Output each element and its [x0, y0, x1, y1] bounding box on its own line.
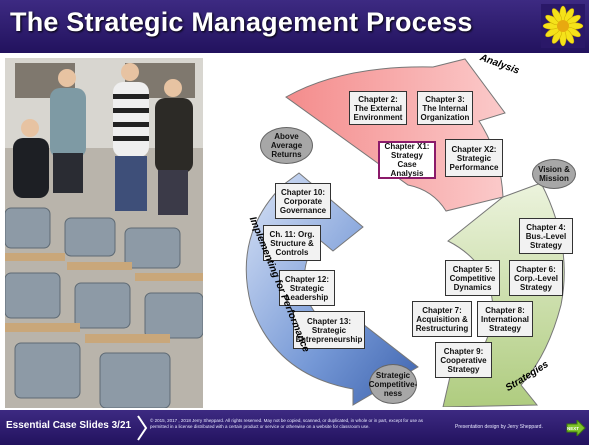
chapter-2-box: Chapter 2: The External Environment — [349, 91, 407, 125]
strategic-competitiveness-oval: Strategic Competitive- ness — [369, 364, 417, 404]
design-credit: Presentation design by Jerry Sheppard. — [455, 424, 543, 430]
chapter-7-box: Chapter 7: Acquisition & Restructuring — [412, 301, 472, 337]
chapter-8-box: Chapter 8: International Strategy — [477, 301, 533, 337]
chapter-3-box: Chapter 3: The Internal Organization — [417, 91, 473, 125]
chapter-5-box: Chapter 5: Competitive Dynamics — [445, 260, 500, 296]
flower-logo — [541, 4, 585, 48]
chapter-12-box: Chapter 12: Strategic Leadership — [279, 270, 335, 306]
footer-bar: Essential Case Slides 3/21 © 2015, 2017 … — [0, 410, 589, 445]
vision-mission-oval: Vision & Mission — [532, 159, 576, 189]
chevron-right-icon — [137, 415, 148, 441]
chapter-6-box: Chapter 6: Corp.-Level Strategy — [509, 260, 563, 296]
chapter-9-box: Chapter 9: Cooperative Strategy — [435, 342, 492, 378]
next-arrow-icon[interactable]: NEXT — [566, 418, 586, 438]
header-bar: The Strategic Management Process — [0, 0, 589, 53]
process-diagram: Chapter 2: The External Environment Chap… — [203, 52, 589, 407]
chapter-4-box: Chapter 4: Bus.-Level Strategy — [519, 218, 573, 254]
copyright-notice: © 2015, 2017 , 2018 Jerry Sheppard. All … — [150, 418, 423, 429]
students-photo — [5, 58, 203, 408]
next-button[interactable]: NEXT — [566, 418, 586, 441]
chapter-10-box: Chapter 10: Corporate Governance — [275, 183, 331, 219]
chapter-x2-box: Chapter X2: Strategic Performance — [445, 139, 503, 177]
flower-icon — [542, 5, 584, 47]
above-average-returns-oval: Above Average Returns — [260, 127, 313, 164]
chapter-13-box: Chapter 13: Strategic Entrepreneurship — [293, 311, 365, 349]
chapter-x1-box: Chapter X1: Strategy Case Analysis — [378, 141, 436, 179]
slide-title: The Strategic Management Process — [10, 7, 473, 37]
slide-number: Essential Case Slides 3/21 — [6, 420, 132, 431]
chapter-11-box: Ch. 11: Org. Structure & Controls — [263, 225, 321, 261]
next-label[interactable]: NEXT — [567, 426, 579, 431]
